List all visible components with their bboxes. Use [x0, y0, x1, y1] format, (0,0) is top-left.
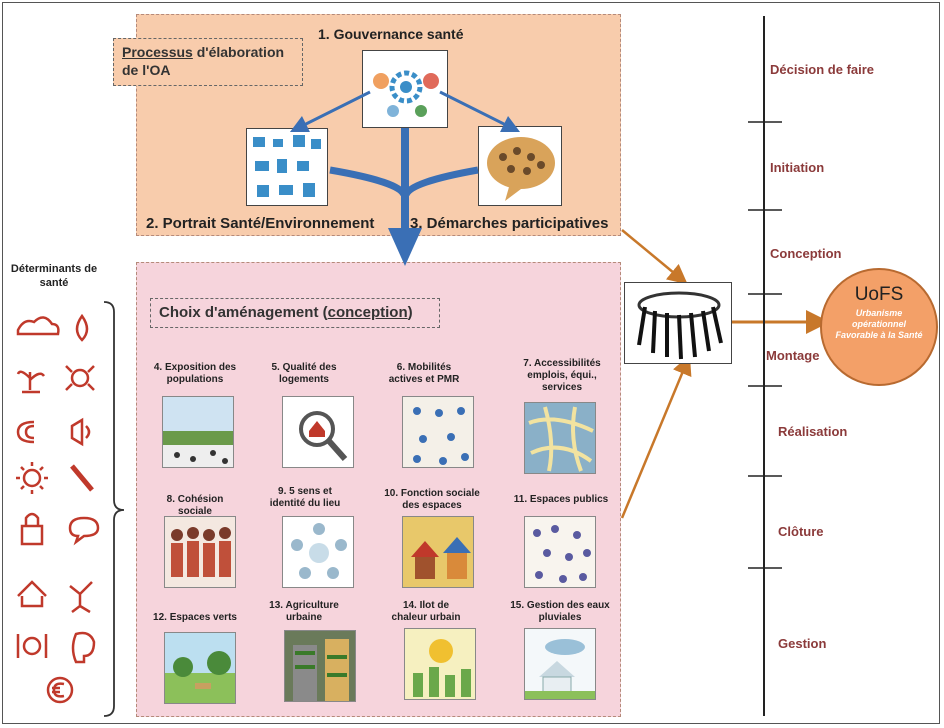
- fonction-sociale-thumbnail: [402, 516, 474, 588]
- keys-icon: [624, 282, 732, 364]
- process-title-rest: d'élaboration de l'OA: [122, 44, 285, 78]
- choix-prefix: Choix d'aménagement (: [159, 304, 328, 321]
- governance-label: 1. Gouvernance santé: [318, 26, 464, 42]
- uofs-title: UoFS: [854, 284, 904, 305]
- item-8-label: 8. Cohésion sociale: [166, 494, 224, 517]
- agriculture-thumbnail: [284, 630, 356, 702]
- arrow-to-portrait: [289, 90, 371, 133]
- plate-icon: [22, 636, 42, 656]
- item-13-label: 13. Agriculture urbaine: [269, 600, 339, 623]
- choix-underlined: conception: [327, 304, 408, 321]
- item-14-label: 14. Ilot de chaleur urbain: [391, 600, 461, 623]
- item-9-label: 9. 5 sens et identité du lieu: [269, 486, 341, 509]
- thermometer-icon: [70, 464, 94, 492]
- participation-label: 3. Démarches participatives: [410, 215, 609, 232]
- espaces-publics-thumbnail: [524, 516, 596, 588]
- ilot-chaleur-thumbnail: [404, 628, 476, 700]
- accessibilite-thumbnail: [524, 402, 596, 474]
- uofs-subtitle: Urbanisme opérationnel Favorable à la Sa…: [835, 308, 923, 340]
- arrow-top-to-keys: [621, 229, 688, 285]
- eaux-pluviales-thumbnail: [524, 628, 596, 700]
- phase-realisation: Réalisation: [778, 424, 848, 439]
- portrait-icon: [246, 128, 328, 206]
- phase-conception: Conception: [770, 246, 842, 261]
- item-12-label: 12. Espaces verts: [153, 612, 237, 623]
- choix-suffix: ): [407, 304, 413, 321]
- speech-bubbles-icon: [68, 516, 100, 546]
- arrow-main-head: [388, 228, 422, 266]
- process-title: Processus d'élaboration de l'OA: [113, 38, 303, 86]
- loudspeaker-icon: [70, 417, 91, 447]
- head-icon: [71, 631, 96, 664]
- item-4-label: 4. Exposition des populations: [153, 362, 237, 385]
- arrow-portrait-merge: [329, 166, 408, 197]
- phase-montage: Montage: [766, 348, 820, 363]
- cinq-sens-thumbnail: [282, 516, 354, 588]
- determinants-title: Déterminants de santé: [10, 263, 98, 289]
- participation-icon: [478, 126, 562, 206]
- exposition-thumbnail: [162, 396, 234, 468]
- determinants-icons: [16, 313, 100, 704]
- process-title-underlined: Processus: [122, 44, 193, 60]
- euro-coin-icon: [46, 676, 74, 704]
- house-icon: [17, 580, 47, 608]
- determinants-brace: [103, 301, 125, 717]
- bug-icon: [70, 368, 90, 388]
- item-15-label: 15. Gestion des eaux pluviales: [510, 600, 610, 623]
- arrow-to-participation: [439, 90, 521, 133]
- lock-icon: [20, 524, 44, 546]
- espaces-verts-thumbnail: [164, 632, 236, 704]
- logement-thumbnail: [282, 396, 354, 468]
- people-network-icon: [69, 581, 93, 614]
- uofs-circle: UoFS Urbanisme opérationnel Favorable à …: [820, 268, 938, 386]
- choix-title: Choix d'aménagement (conception): [150, 298, 440, 328]
- phase-decision: Décision de faire: [770, 62, 875, 77]
- item-7-label: 7. Accessibilités emplois, équi., servic…: [523, 358, 601, 393]
- timeline-ticks: [748, 121, 782, 569]
- item-10-label: 10. Fonction sociale des espaces: [384, 488, 480, 511]
- water-drop-icon: [75, 313, 89, 342]
- mobilite-thumbnail: [402, 396, 474, 468]
- phase-gestion: Gestion: [778, 636, 827, 651]
- phase-cloture: Clôture: [778, 524, 824, 539]
- portrait-label: 2. Portrait Santé/Environnement: [146, 215, 375, 232]
- item-5-label: 5. Qualité des logements: [271, 362, 337, 385]
- item-6-label: 6. Mobilités actives et PMR: [388, 362, 460, 385]
- phase-initiation: Initiation: [770, 160, 825, 175]
- sun-icon: [22, 468, 42, 488]
- cloud-icon: [16, 316, 60, 336]
- arrow-participation-merge: [402, 166, 479, 197]
- governance-icon: [362, 50, 448, 128]
- plant-icon: [16, 370, 46, 394]
- cohesion-thumbnail: [164, 516, 236, 588]
- arrow-main-to-keys: [620, 354, 692, 519]
- magnet-icon: [16, 420, 35, 444]
- item-11-label: 11. Espaces publics: [513, 494, 609, 505]
